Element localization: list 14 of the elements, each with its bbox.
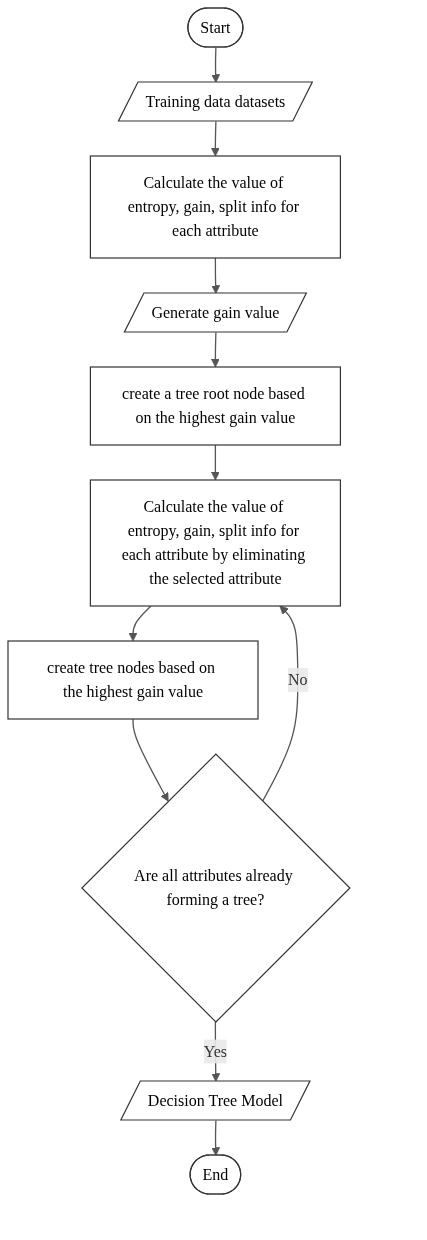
node-box: create a tree root node based on the highest gain value [89, 366, 341, 446]
arrow [211, 444, 220, 481]
arrow [128, 605, 152, 642]
node-box: Calculate the value of entropy, gain, split info for each attribute [89, 155, 341, 259]
node-box: Calculate the value of entropy, gain, split info for each attribute by eliminating the selected attribute [89, 479, 341, 607]
node-box: create tree nodes based on the highest gain value [7, 640, 259, 720]
arrow [211, 1021, 221, 1082]
arrow [211, 46, 221, 83]
node-diamond: Are all attributes already forming a tree? [81, 753, 351, 1023]
arrow [211, 257, 221, 294]
edge-label: No [288, 671, 308, 688]
arrow [261, 605, 299, 802]
arrow [132, 718, 169, 802]
edge-label: Yes [203, 1042, 228, 1060]
